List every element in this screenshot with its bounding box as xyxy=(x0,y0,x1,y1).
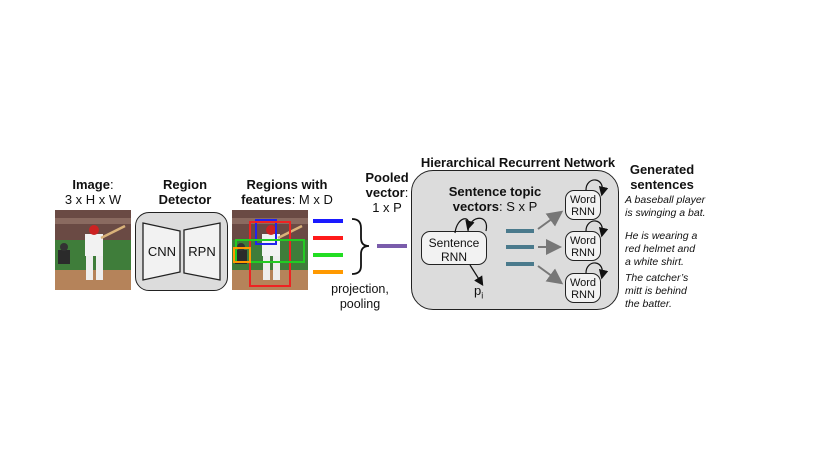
image-title: Image xyxy=(72,177,110,192)
p-i-label: pi xyxy=(474,283,498,304)
word-rnn-2: Word RNN xyxy=(565,231,601,261)
word-rnn-3-loop xyxy=(585,262,609,280)
p-sub: i xyxy=(481,290,484,301)
arrow-to-word-3 xyxy=(537,265,564,285)
p-i-arrow xyxy=(469,264,484,287)
generated-title-line1: Generated xyxy=(629,162,695,177)
word-rnn-2-line1: Word xyxy=(569,235,597,247)
region-detector-line2: Detector xyxy=(158,192,212,207)
sentence-2-line3: a white shirt. xyxy=(625,256,684,268)
projection-label: projection, pooling xyxy=(320,282,400,312)
topic-line2-bold: vectors xyxy=(452,199,499,214)
regions-line2-bold: features xyxy=(241,192,292,207)
rpn-trapezoid xyxy=(183,222,221,281)
baseball-photo xyxy=(55,210,131,290)
pooled-line2-bold: vector xyxy=(365,185,405,200)
region-box-orange xyxy=(233,247,251,263)
projection-line1: projection, xyxy=(331,282,389,296)
p-label: p xyxy=(474,283,482,298)
sentence-rnn-loop xyxy=(467,217,488,232)
pooled-line3: 1 x P xyxy=(372,200,402,215)
generated-sentence-3: The catcher’s mitt is behind the batter. xyxy=(625,272,725,311)
word-rnn-3-line2: RNN xyxy=(571,289,595,301)
projection-line2: pooling xyxy=(339,297,381,311)
word-rnn-2-loop xyxy=(585,220,609,238)
region-photo xyxy=(232,210,308,290)
image-dims: 3 x H x W xyxy=(64,192,122,207)
sentence-2-line2: red helmet and xyxy=(625,243,696,255)
topic-line2-rest: : S x P xyxy=(498,199,538,214)
word-rnn-3-line1: Word xyxy=(569,277,597,289)
region-box-green xyxy=(235,239,305,263)
feature-bars xyxy=(313,219,343,274)
generated-sentence-1: A baseball player is swinging a bat. xyxy=(625,194,725,220)
generated-sentence-2: He is wearing a red helmet and a white s… xyxy=(625,230,725,269)
generated-title-line2: sentences xyxy=(630,177,694,192)
sentence-rnn: Sentence RNN xyxy=(421,231,487,265)
sentence-rnn-line2: RNN xyxy=(441,250,467,264)
word-rnn-1-loop xyxy=(585,179,609,197)
word-rnn-1: Word RNN xyxy=(565,190,601,220)
sentence-1-line2: is swinging a bat. xyxy=(625,207,706,219)
word-rnn-1-line2: RNN xyxy=(571,206,595,218)
pooled-line1: Pooled xyxy=(365,170,409,185)
region-box-blue xyxy=(255,219,277,245)
topic-vectors-label: Sentence topic vectors: S x P xyxy=(440,184,550,214)
pooled-line2-rest: : xyxy=(404,185,409,200)
word-rnn-3: Word RNN xyxy=(565,273,601,303)
sentence-3-line1: The catcher’s xyxy=(625,272,689,284)
arrow-to-word-1 xyxy=(537,210,564,230)
sentence-rnn-loop-head xyxy=(454,218,475,234)
regions-label: Regions with features: M x D xyxy=(228,177,346,207)
sentence-2-line1: He is wearing a xyxy=(625,230,698,242)
region-detector-line1: Region xyxy=(162,177,208,192)
cnn-trapezoid xyxy=(142,222,181,281)
sentence-rnn-line1: Sentence xyxy=(428,236,480,250)
word-rnn-2-line2: RNN xyxy=(571,247,595,259)
curly-brace xyxy=(351,218,370,275)
hrn-title: Hierarchical Recurrent Network xyxy=(420,155,616,170)
generated-title: Generated sentences xyxy=(622,162,702,192)
topic-line1: Sentence topic xyxy=(448,184,542,199)
pooled-vector-label: Pooled vector: 1 x P xyxy=(352,170,422,215)
cnn-label: CNN xyxy=(147,244,177,259)
regions-line2-rest: : M x D xyxy=(291,192,333,207)
image-label: Image: 3 x H x W xyxy=(64,177,122,207)
region-detector-label: Region Detector xyxy=(140,177,230,207)
sentence-3-line3: the batter. xyxy=(625,298,672,310)
word-rnn-1-line1: Word xyxy=(569,194,597,206)
sentence-1-line1: A baseball player xyxy=(625,194,706,206)
regions-line1: Regions with xyxy=(246,177,328,192)
rpn-label: RPN xyxy=(188,244,216,259)
sentence-3-line2: mitt is behind xyxy=(625,285,687,297)
